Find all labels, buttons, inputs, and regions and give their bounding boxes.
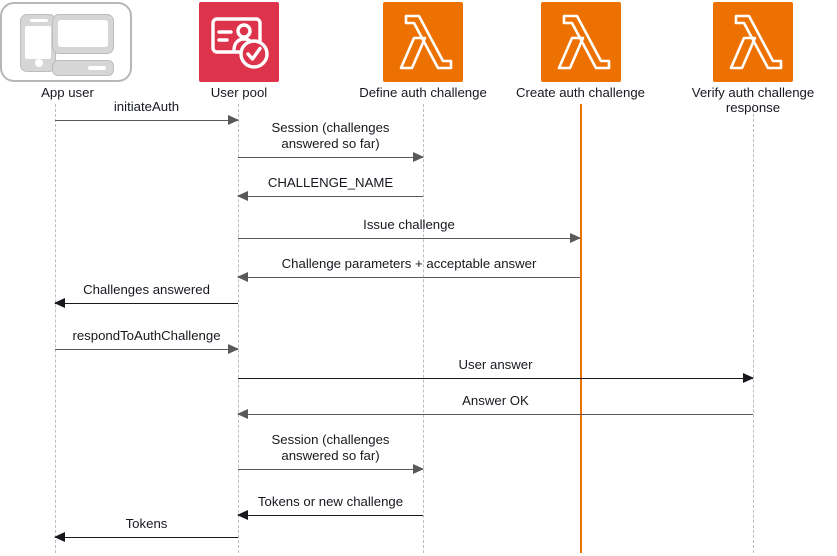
arrowhead-icon bbox=[237, 272, 248, 282]
message-label: Session (challenges answered so far) bbox=[271, 120, 390, 151]
participant-label: App user bbox=[41, 85, 94, 100]
participant-label: Define auth challenge bbox=[359, 85, 487, 100]
arrowhead-icon bbox=[237, 409, 248, 419]
message-label: initiateAuth bbox=[113, 99, 180, 114]
message-line bbox=[238, 414, 753, 415]
lifeline-create bbox=[580, 104, 582, 553]
arrowhead-icon bbox=[54, 298, 65, 308]
message-label: Challenge parameters + acceptable answer bbox=[281, 256, 537, 271]
arrowhead-icon bbox=[54, 532, 65, 542]
cognito-user-pool-icon bbox=[199, 2, 279, 82]
message-line bbox=[238, 238, 580, 239]
participant-label: User pool bbox=[210, 85, 268, 100]
message-label: Session (challenges answered so far) bbox=[271, 432, 390, 463]
mobile-and-desktop-icon bbox=[0, 2, 135, 82]
arrowhead-icon bbox=[743, 373, 754, 383]
message-line bbox=[55, 303, 238, 304]
arrowhead-icon bbox=[228, 344, 239, 354]
participant-label: Verify auth challenge response bbox=[691, 85, 815, 115]
arrowhead-icon bbox=[228, 115, 239, 125]
message-label: Issue challenge bbox=[363, 217, 455, 232]
participant-define-auth-challenge: Define auth challenge bbox=[343, 2, 503, 100]
aws-lambda-icon bbox=[540, 2, 621, 82]
message-label: Challenges answered bbox=[83, 282, 210, 297]
message-label: Tokens bbox=[125, 516, 168, 531]
computer-base-shape bbox=[52, 60, 114, 76]
message-line bbox=[238, 277, 580, 278]
message-line bbox=[238, 157, 423, 158]
aws-lambda-icon bbox=[383, 2, 463, 82]
lifeline-app-user bbox=[55, 104, 56, 553]
aws-lambda-icon bbox=[713, 2, 793, 82]
arrowhead-icon bbox=[570, 233, 581, 243]
lifeline-user-pool bbox=[238, 104, 239, 553]
arrowhead-icon bbox=[237, 510, 248, 520]
message-label: respondToAuthChallenge bbox=[72, 328, 221, 343]
message-label: Tokens or new challenge bbox=[257, 494, 404, 509]
participant-label: Create auth challenge bbox=[515, 85, 646, 100]
lifeline-verify bbox=[753, 104, 754, 553]
phone-shape bbox=[20, 14, 56, 72]
arrowhead-icon bbox=[413, 152, 424, 162]
message-line bbox=[238, 515, 423, 516]
arrowhead-icon bbox=[237, 191, 248, 201]
message-line bbox=[55, 120, 238, 121]
participant-create-auth-challenge: Create auth challenge bbox=[508, 2, 653, 100]
message-label: CHALLENGE_NAME bbox=[267, 175, 394, 190]
message-line bbox=[238, 196, 423, 197]
lifeline-define bbox=[423, 104, 424, 553]
message-line bbox=[238, 378, 753, 379]
arrowhead-icon bbox=[413, 464, 424, 474]
participant-user-pool: User pool bbox=[160, 2, 318, 100]
message-label: User answer bbox=[458, 357, 533, 372]
monitor-shape bbox=[52, 14, 114, 54]
participant-verify-auth-challenge-response: Verify auth challenge response bbox=[673, 2, 833, 115]
participant-app-user: App user bbox=[0, 2, 135, 100]
message-line bbox=[55, 537, 238, 538]
message-line bbox=[55, 349, 238, 350]
message-label: Answer OK bbox=[462, 393, 529, 408]
message-line bbox=[238, 469, 423, 470]
